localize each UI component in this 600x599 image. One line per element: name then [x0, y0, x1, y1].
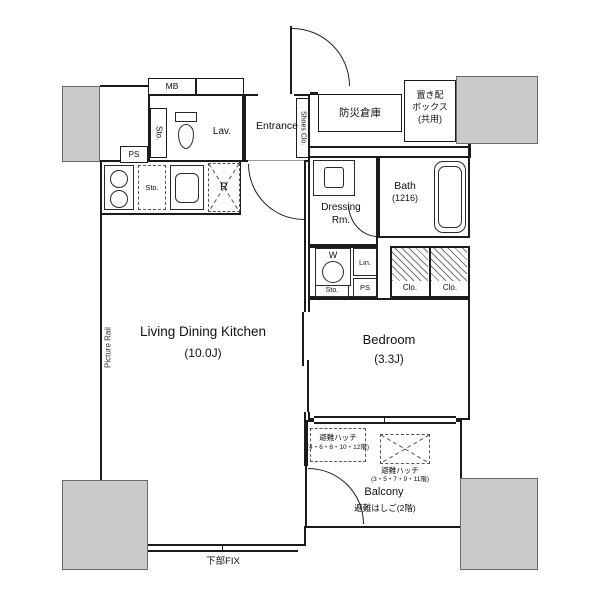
closet-left-label: Clo. — [402, 283, 418, 292]
washer-drum-icon — [322, 261, 344, 283]
dressing-label-line2: Rm. — [331, 215, 351, 226]
wall-segment — [468, 144, 471, 158]
refrigerator-label: R — [220, 180, 228, 193]
wall-segment — [308, 146, 470, 148]
refrigerator-cross-icon — [209, 164, 239, 211]
entrance-door-leaf — [290, 26, 292, 94]
hatch-b-title-label: 避難ハッチ — [381, 466, 419, 475]
meter-box-2 — [196, 78, 244, 95]
delivery-box-label-line3: (共用) — [418, 114, 442, 124]
bath-size-label: (1216) — [391, 193, 418, 203]
hall-storage — [150, 108, 167, 158]
bathtub-inner-icon — [438, 166, 462, 228]
meter-box-label: MB — [165, 81, 179, 92]
pipe-space-lower-label: PS — [359, 283, 370, 292]
disaster-storage-box — [318, 94, 402, 132]
closet-divider — [429, 246, 431, 298]
balcony-label: Balcony — [364, 486, 404, 498]
bath-name-label: Bath — [394, 180, 416, 192]
linen-box — [353, 248, 377, 276]
entrance-step-line — [248, 160, 304, 161]
door-opening — [302, 312, 310, 412]
bedroom-window — [314, 416, 456, 424]
kitchen-storage-box — [138, 165, 166, 210]
entrance-door-swing-arc — [292, 28, 350, 86]
picture-rail-label: Picture Rail — [103, 327, 113, 369]
pipe-space-lower-box — [353, 278, 377, 297]
disaster-storage-label: 防災倉庫 — [339, 106, 381, 119]
wall-segment — [310, 92, 318, 95]
washer-label: W — [328, 250, 338, 260]
toilet-tank-icon — [175, 112, 197, 122]
fix-window — [148, 544, 298, 552]
fix-window-label: 下部FIX — [206, 556, 240, 567]
linen-label: Lin. — [358, 257, 372, 267]
vanity-basin-icon — [324, 167, 344, 188]
utility-storage-box — [315, 285, 349, 297]
meter-box — [148, 78, 196, 95]
evacuation-hatch-a-box — [310, 428, 366, 462]
delivery-box-label-line2: ボックス — [412, 102, 448, 112]
closet-hanger-right — [431, 248, 467, 281]
concrete-column-bottom-left — [62, 480, 148, 570]
hatch-cross-icon — [381, 435, 429, 463]
shoes-closet-label: Shoes Clo. — [299, 110, 307, 146]
hall-storage-label: Sto. — [154, 125, 164, 141]
hatch-b-floors-label: (3・5・7・9・11階) — [370, 476, 430, 483]
sink-basin-icon — [175, 173, 199, 203]
entrance-label: Entrance — [255, 120, 299, 132]
stove-burner-icon — [110, 170, 128, 188]
hatch-a-floors-label: (4・6・8・10・12階) — [306, 444, 370, 451]
concrete-column-top-left — [62, 86, 100, 162]
sliding-door-panel — [302, 312, 304, 366]
shoes-closet — [296, 98, 309, 158]
door-opening — [248, 158, 304, 164]
pipe-space-upper — [120, 146, 148, 163]
hatch-a-title-label: 避難ハッチ — [319, 433, 357, 442]
refrigerator-box — [208, 163, 240, 212]
delivery-box-label-line1: 置き配 — [416, 90, 444, 100]
dressing-label-line1: Dressing — [321, 202, 361, 213]
kitchen-storage-label: Sto. — [145, 183, 159, 192]
window-mullion — [384, 416, 385, 424]
pipe-space-upper-label: PS — [128, 149, 140, 159]
concrete-column-bottom-right — [460, 478, 538, 570]
bedroom-name-label: Bedroom — [362, 332, 416, 347]
ladder-label: 避難はしご(2階) — [354, 503, 416, 513]
door-opening — [258, 92, 294, 97]
wall-segment — [100, 85, 148, 87]
utility-storage-label: Sto. — [325, 286, 339, 294]
stove-burner-icon — [110, 190, 128, 208]
sliding-door-panel — [307, 360, 309, 412]
closet-right-label: Clo. — [442, 283, 458, 292]
evacuation-hatch-b-box — [380, 434, 430, 464]
window-mullion — [222, 544, 223, 552]
toilet-bowl-icon — [178, 124, 194, 149]
delivery-box — [404, 80, 456, 142]
closet-hanger-left — [392, 248, 428, 281]
balcony-door-leaf — [305, 466, 307, 526]
ldk-name-label: Living Dining Kitchen — [139, 324, 267, 339]
concrete-column-top-right — [456, 76, 538, 144]
lavatory-label: Lav. — [212, 126, 232, 137]
bedroom-size-label: (3.3J) — [374, 354, 404, 366]
ldk-size-label: (10.0J) — [184, 346, 222, 360]
